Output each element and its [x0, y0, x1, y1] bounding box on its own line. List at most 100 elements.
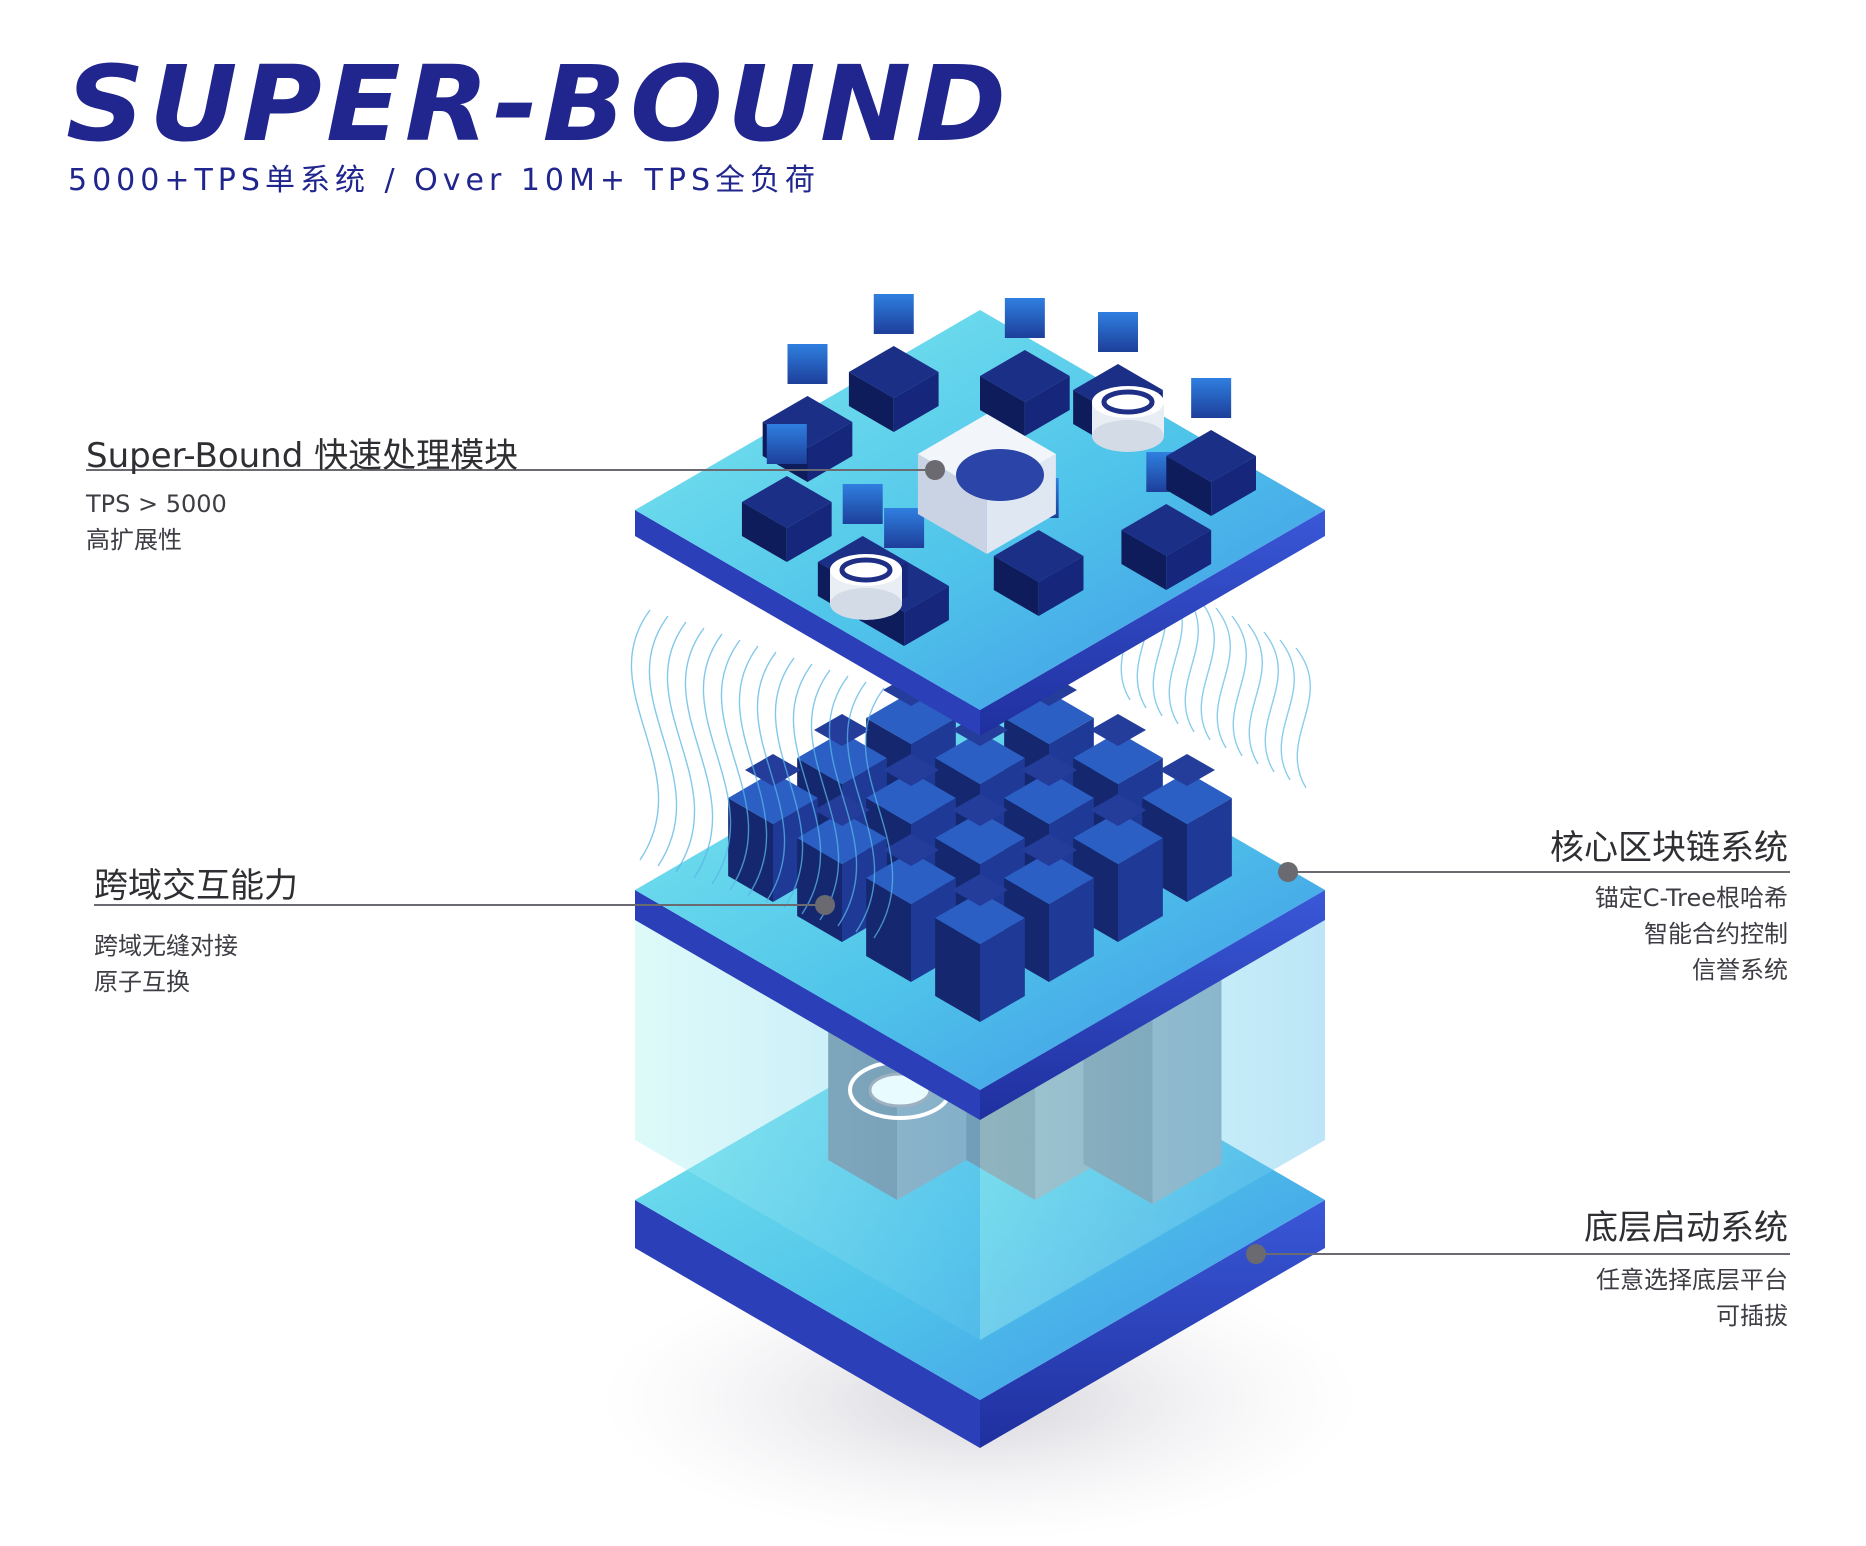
core-cube-7-top [1073, 812, 1163, 864]
core-cube-5-top [935, 732, 1025, 784]
cylinder-bottom-1 [830, 588, 902, 620]
chip-8-right [786, 502, 832, 562]
core-platform-left-edge [635, 890, 980, 1120]
data-cube-2 [787, 344, 828, 384]
chip-10-right [1211, 456, 1256, 516]
chip-8-left [741, 502, 787, 562]
chip-1-right [893, 372, 939, 432]
core-cube-1-top [1004, 692, 1094, 744]
core-cube-6-top [1004, 772, 1094, 824]
glass-right-face [980, 890, 1325, 1340]
fiber-line-left-10 [792, 663, 822, 915]
core-cube-14-left [866, 878, 911, 982]
core-system-point-2: 智能合约控制 [1644, 920, 1788, 948]
data-cube-3 [1004, 298, 1045, 338]
chip-10-top [1166, 430, 1256, 482]
fiber-line-left-4 [684, 627, 714, 879]
core-platform-right-edge [980, 890, 1325, 1120]
core-cube-10-top [935, 812, 1025, 864]
core-cube-cap-14 [883, 834, 939, 866]
data-cube-8 [766, 424, 807, 464]
cylinder-bottom-2 [1092, 420, 1164, 452]
chip-3-right [1024, 376, 1070, 436]
core-cube-3-right [1187, 798, 1232, 902]
core-cube-14-top [866, 852, 956, 904]
cross-domain-title: 跨域交互能力 [94, 866, 298, 906]
layers-group [86, 294, 1790, 1540]
core-cube-3-top [1142, 772, 1232, 824]
core-cube-cap-3 [1159, 754, 1215, 786]
chip-6-left [993, 556, 1039, 616]
core-cube-2-top [1073, 732, 1163, 784]
chip-7-top [1121, 504, 1212, 556]
core-cube-cap-8 [814, 714, 870, 746]
fiber-line-left-2 [648, 615, 678, 867]
core-system-title: 核心区块链系统 [1550, 828, 1788, 868]
core-cube-cap-9 [883, 754, 939, 786]
core-cube-cap-7 [1090, 794, 1146, 826]
fiber-line-right-8 [1231, 615, 1247, 757]
core-cube-7-right [1118, 838, 1163, 942]
top-platform-left-edge [635, 510, 980, 736]
core-cube-13-left [797, 838, 842, 942]
core-cube-15-right [980, 918, 1025, 1022]
cylinder-ring-2 [1101, 389, 1155, 415]
hexagon-logo-icon [956, 449, 1044, 501]
base-system-title: 底层启动系统 [1584, 1208, 1788, 1248]
chip-7-right [1166, 530, 1212, 590]
core-cube-9-top [866, 772, 956, 824]
chip-3-left [980, 376, 1025, 436]
fiber-line-right-7 [1215, 607, 1231, 749]
top-module-title: Super-Bound 快速处理模块 [86, 436, 519, 476]
base-platform-left-edge [635, 1200, 980, 1448]
chip-5-right [904, 586, 949, 646]
chip-2-right [807, 422, 853, 482]
fiber-line-left-8 [756, 651, 786, 903]
fiber-line-left-9 [774, 657, 804, 909]
leader-core-dot [1278, 862, 1298, 882]
core-cube-12-left [728, 798, 773, 902]
core-cube-cap-6 [1021, 754, 1077, 786]
core-cube-cap-2 [1090, 714, 1146, 746]
leader-base-dot [1246, 1244, 1266, 1264]
top-platform-right-edge [980, 510, 1325, 736]
data-cube-4 [1098, 312, 1138, 352]
fiber-line-right-6 [1199, 599, 1215, 741]
fiber-line-left-13 [846, 681, 876, 933]
cylinder-ring-1 [839, 557, 893, 583]
core-system-point-3: 信誉系统 [1692, 956, 1788, 984]
base-system-point-1: 任意选择底层平台 [1596, 1266, 1788, 1294]
chip-6-top [993, 530, 1084, 582]
top-module-point-2: 高扩展性 [86, 526, 182, 554]
leader-cross-dot [815, 895, 835, 915]
header-subtitle: 5000+TPS单系统 / Over 10M+ TPS全负荷 [68, 163, 821, 198]
fiber-line-left-7 [738, 645, 768, 897]
fiber-line-left-14 [864, 687, 894, 939]
data-cube-10 [1191, 378, 1232, 418]
fiber-line-left-6 [720, 639, 750, 891]
fiber-line-left-5 [702, 633, 732, 885]
core-cube-12-top [728, 772, 818, 824]
brand-logo: SUPER-BOUND [66, 43, 1011, 165]
core-cube-15-top [935, 892, 1025, 944]
core-cube-15-left [935, 918, 980, 1022]
core-cube-cap-12 [745, 754, 801, 786]
chip-6-right [1038, 556, 1084, 616]
fiber-line-right-11 [1279, 639, 1295, 781]
fiber-line-right-10 [1263, 631, 1279, 773]
core-cube-11-right [1049, 878, 1094, 982]
chip-10-left [1166, 456, 1212, 516]
cross-domain-point-1: 跨域无缝对接 [94, 932, 238, 960]
fiber-line-left-1 [630, 609, 660, 861]
data-cube-5 [884, 508, 925, 548]
chip-8-top [741, 476, 832, 528]
cross-domain-point-2: 原子互换 [94, 968, 190, 996]
data-cube-1 [873, 294, 914, 334]
core-cube-13-top [797, 812, 887, 864]
core-cube-cap-10 [952, 794, 1008, 826]
chip-7-left [1121, 530, 1167, 590]
base-system-point-2: 可插拔 [1716, 1302, 1788, 1330]
fiber-line-right-9 [1247, 623, 1263, 765]
